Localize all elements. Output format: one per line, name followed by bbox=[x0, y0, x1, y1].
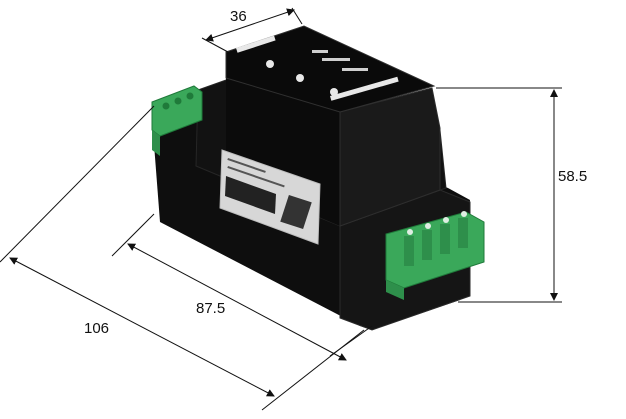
dimension-height bbox=[436, 87, 562, 303]
dimension-label-height: 58.5 bbox=[558, 168, 588, 185]
terminal-block-front bbox=[385, 211, 485, 300]
housing-upper-right bbox=[339, 87, 441, 227]
dimension-label-top-width: 36 bbox=[230, 8, 247, 25]
label-plate bbox=[219, 149, 321, 245]
top-terminal-row-front bbox=[330, 76, 399, 101]
led-indicator-1 bbox=[266, 60, 274, 68]
led-indicator-3 bbox=[330, 88, 338, 96]
dimension-label-outer-depth: 106 bbox=[84, 320, 110, 337]
terminal-block-back bbox=[151, 85, 203, 156]
qr-code bbox=[280, 194, 312, 230]
top-labels bbox=[312, 50, 368, 71]
label-text-lines bbox=[227, 158, 285, 188]
dimension-top-width bbox=[201, 7, 303, 53]
dimension-label-inner-depth: 87.5 bbox=[196, 300, 226, 317]
led-indicator-2 bbox=[296, 74, 304, 82]
dimension-outer-depth bbox=[0, 105, 365, 411]
barcode-pattern bbox=[225, 176, 276, 214]
